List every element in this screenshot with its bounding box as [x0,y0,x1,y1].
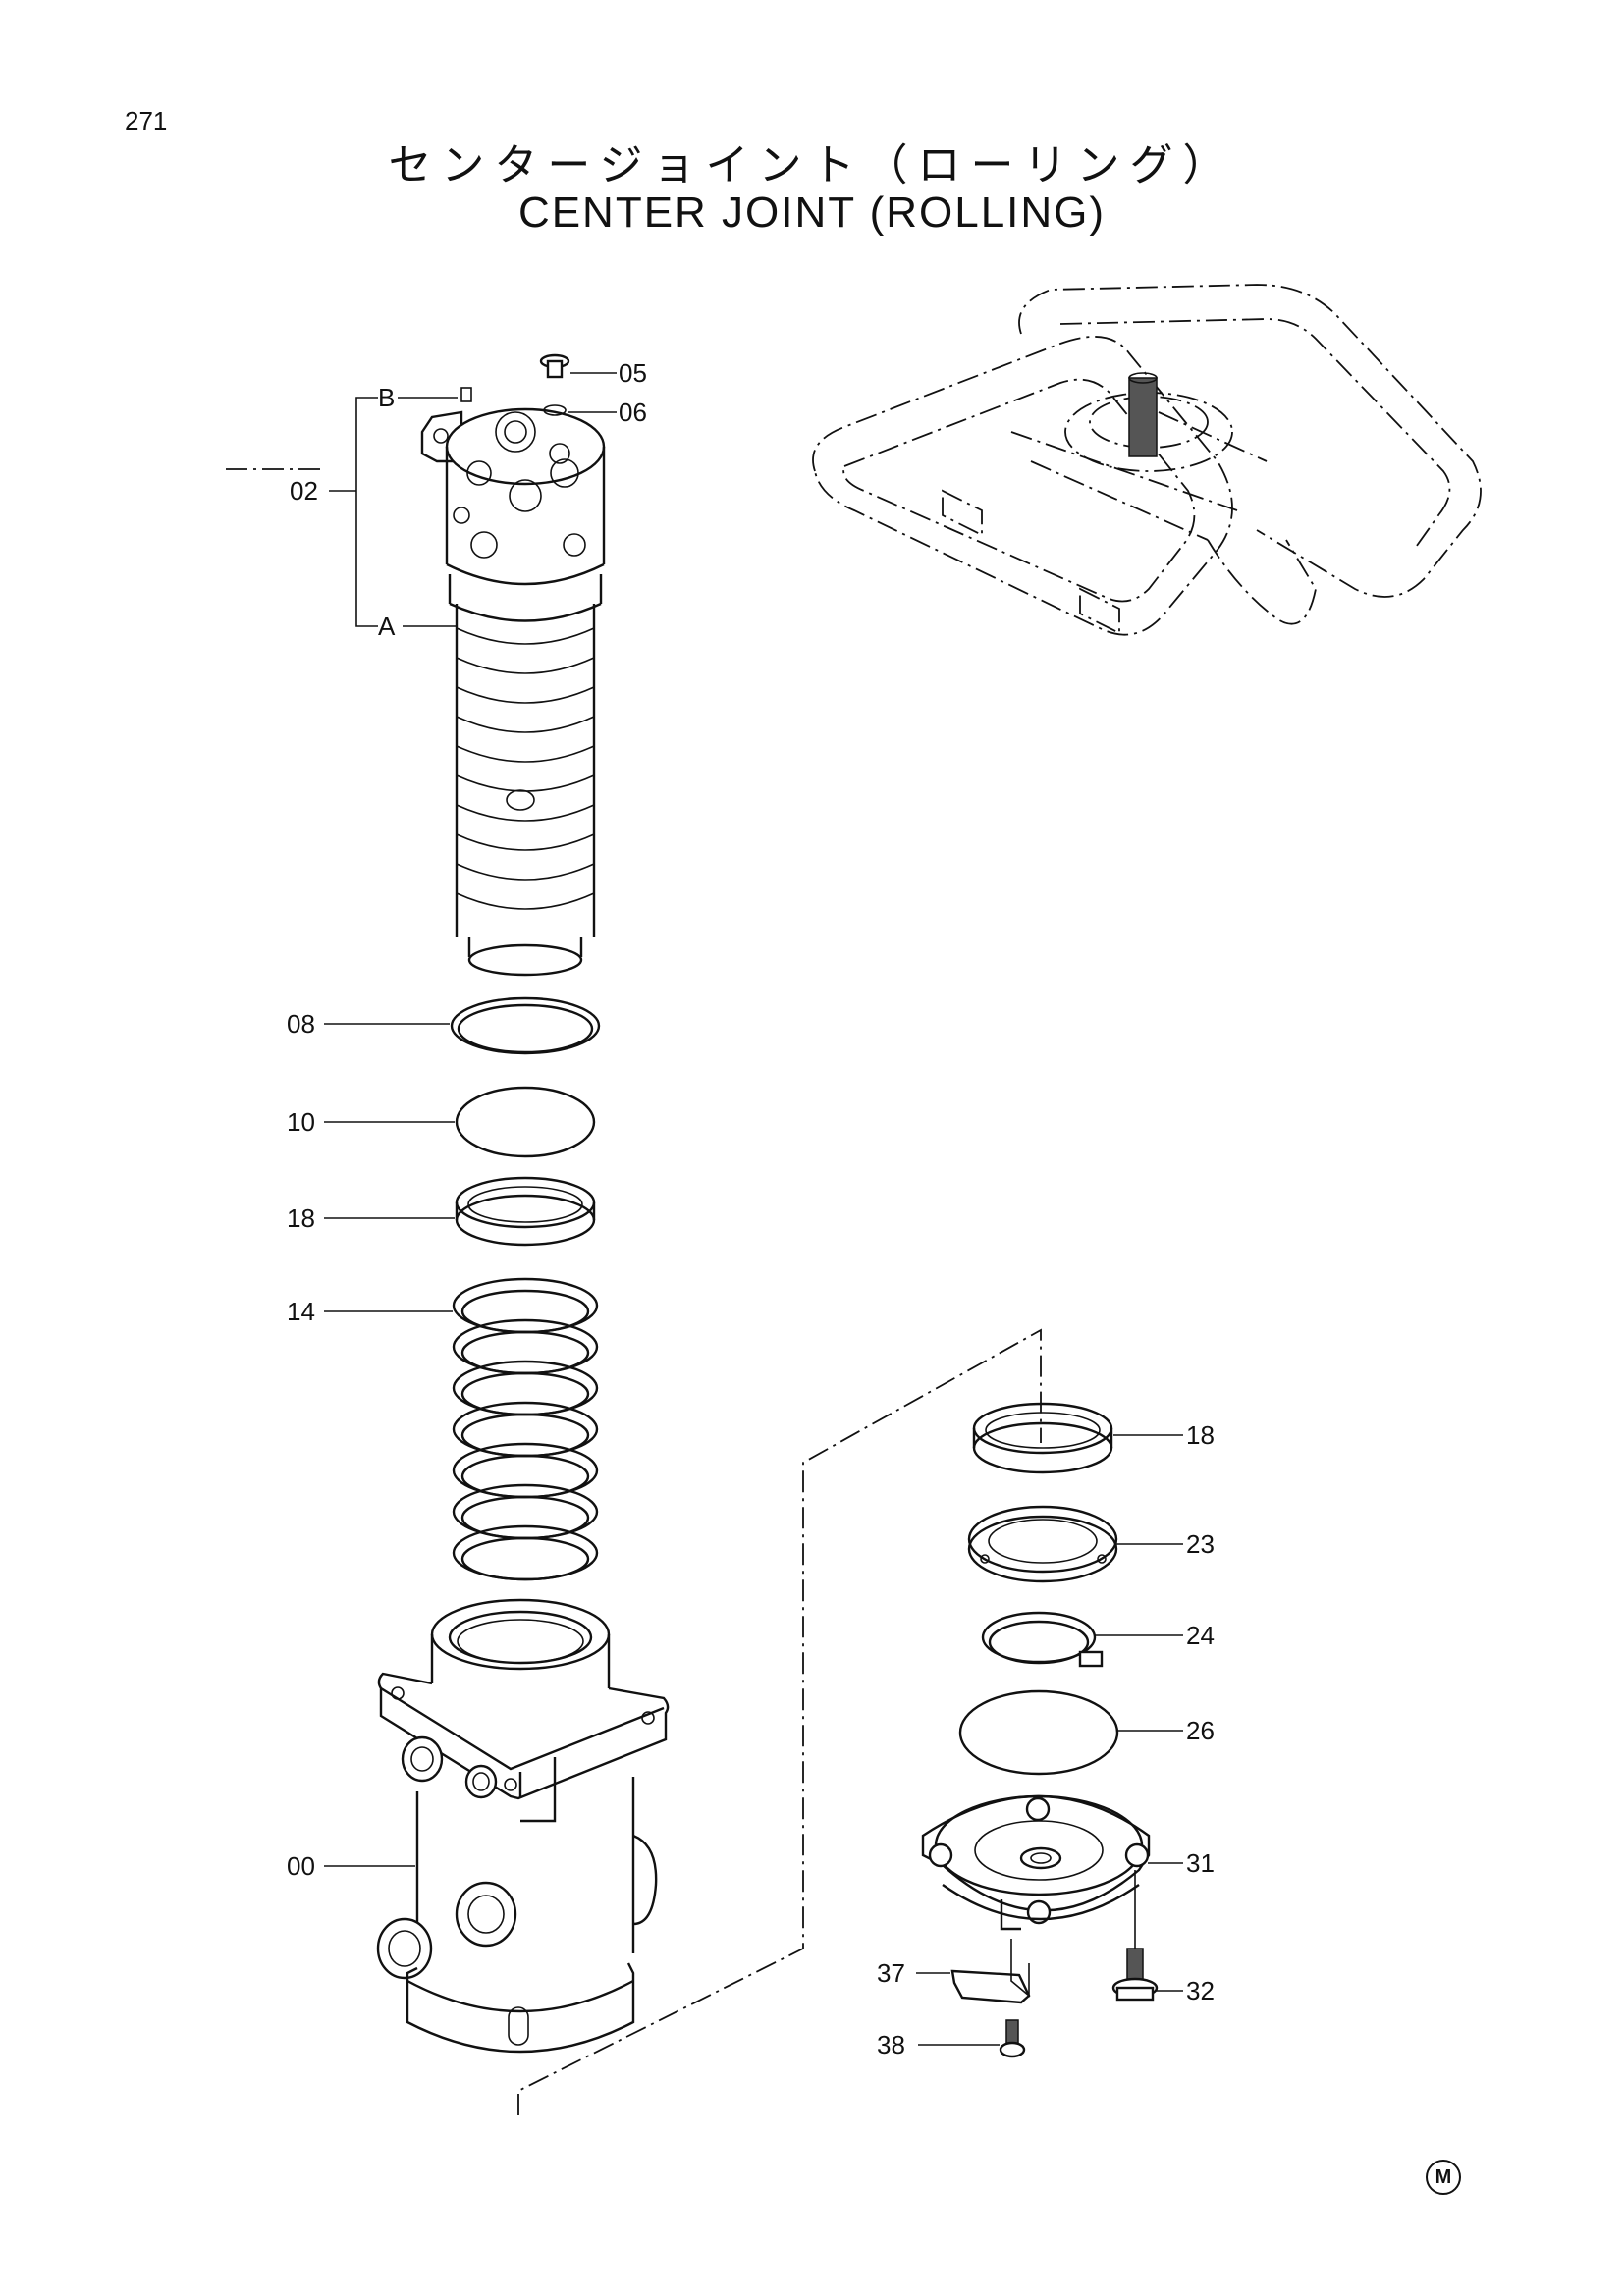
callout-10: 10 [287,1107,315,1137]
ring-18-lower [972,1402,1183,1474]
snap-ring-24 [981,1611,1183,1668]
assembly-dash-line [517,1328,1042,2115]
callout-31: 31 [1186,1848,1215,1878]
body-00 [324,1598,670,2054]
callout-18-lower: 18 [1186,1420,1215,1450]
callout-37: 37 [877,1958,905,1988]
callout-24: 24 [1186,1621,1215,1650]
callout-02: 02 [290,476,318,506]
disc-10 [324,1086,596,1158]
bolt-32 [1111,1948,1183,2002]
callout-26: 26 [1186,1716,1215,1745]
plug-b [398,387,472,402]
callout-32: 32 [1186,1976,1215,2005]
title-japanese: センタージョイント（ローリング） [388,140,1236,190]
callout-05: 05 [619,358,647,388]
cover-31 [921,1794,1183,1931]
undercarriage-overview [812,284,1482,636]
circled-m-mark: M [1426,2160,1461,2195]
o-ring-08 [324,996,601,1055]
callout-06: 06 [619,398,647,427]
screw-38 [918,2019,1026,2058]
callout-23: 23 [1186,1529,1215,1559]
callout-b: B [378,383,395,412]
bracket-02 [329,397,457,627]
callout-a: A [378,612,396,641]
page-number: 271 [125,106,168,135]
bracket-37 [916,1939,1031,2004]
disc-26 [958,1689,1183,1776]
ring-18-upper [324,1176,596,1247]
callout-14: 14 [287,1297,315,1326]
title-english: CENTER JOINT (ROLLING) [517,188,1107,237]
washer-23 [967,1505,1183,1583]
callout-08: 08 [287,1009,315,1039]
o-ring-06 [543,404,617,416]
rotor-assembly-02 [420,407,606,977]
callout-38: 38 [877,2030,905,2059]
seal-rings-14 [452,1277,599,1581]
plug-05 [539,353,617,379]
callout-00: 00 [287,1851,315,1881]
callout-18-upper: 18 [287,1203,315,1233]
